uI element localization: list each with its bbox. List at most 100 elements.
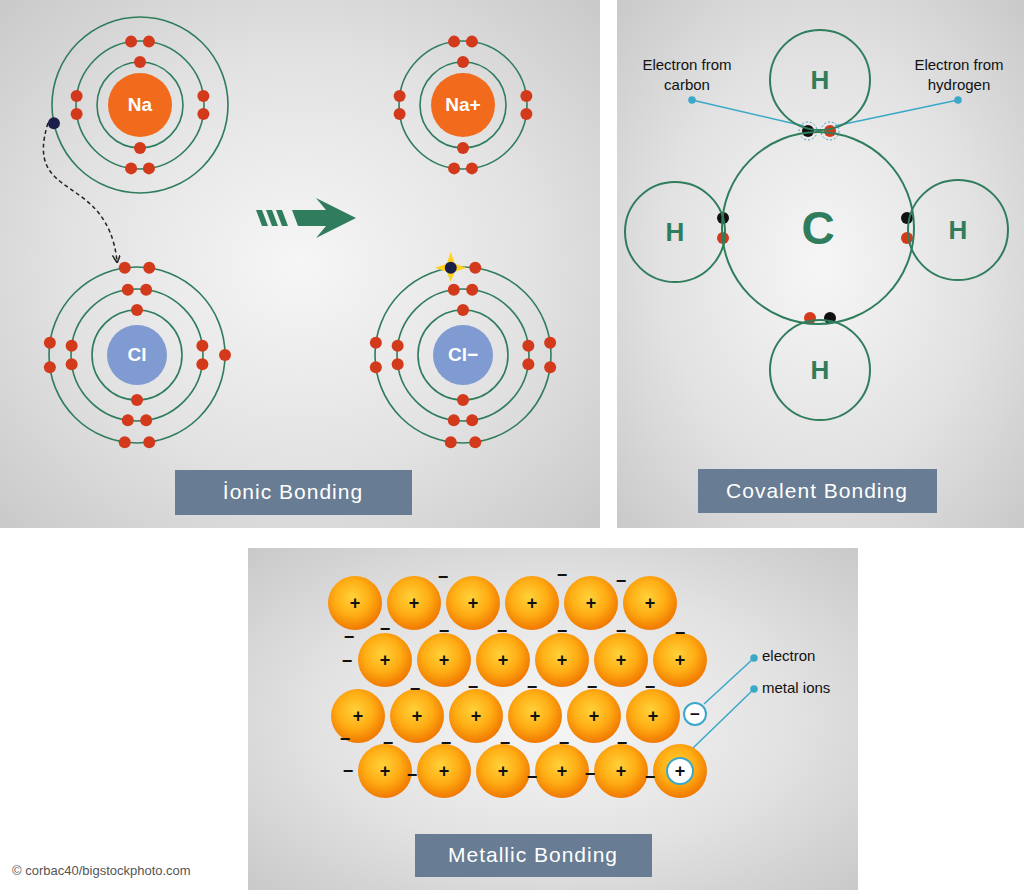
metal-ion: + (621, 574, 679, 632)
node-label: + (557, 762, 568, 780)
free-electron: − (498, 733, 512, 753)
callout-label: Electron from hydrogen (900, 55, 1018, 95)
node-label: + (530, 707, 541, 725)
electron-dot (131, 304, 143, 316)
shape (358, 633, 412, 687)
node-label: − (690, 706, 700, 723)
shape (684, 703, 706, 725)
node-label: + (645, 594, 656, 612)
electron-dot (125, 162, 137, 174)
free-electron: − (466, 677, 480, 697)
title-box: Metallic Bonding (415, 834, 652, 877)
shared-electrons (717, 122, 913, 324)
electron-dot (134, 56, 146, 68)
electron-dot (131, 394, 143, 406)
electron-dot (448, 36, 460, 48)
electron-dot (392, 340, 404, 352)
shape (770, 30, 870, 130)
node-label: Metallic Bonding (448, 843, 618, 867)
shape (594, 633, 648, 687)
free-electron: − (381, 733, 395, 753)
electron-dot (448, 414, 460, 426)
node-label: + (498, 762, 509, 780)
free-electron: − (555, 621, 569, 641)
electron-dot (140, 284, 152, 296)
free-electron: − (436, 567, 450, 587)
free-electron: − (341, 761, 355, 781)
atom: Na (44, 9, 236, 201)
nucleus (433, 325, 493, 385)
atom-circle: H (906, 178, 1010, 282)
free-electron: − (643, 767, 657, 787)
node-label: + (675, 762, 686, 780)
atom-circle: C (720, 130, 916, 326)
free-electron: − (405, 765, 419, 785)
electron-shell (399, 41, 527, 169)
electron-dot (122, 284, 134, 296)
electron-shell (418, 310, 508, 400)
electron-symbol: − (682, 701, 708, 727)
metal-ion: + (329, 687, 387, 745)
electron-dot (71, 108, 83, 120)
electron-dot (197, 108, 209, 120)
node-label: + (586, 594, 597, 612)
node-label: + (648, 707, 659, 725)
electron-dot (119, 262, 131, 274)
node-label: + (380, 762, 391, 780)
shape (508, 689, 562, 743)
electron-dot (394, 90, 406, 102)
nucleus (431, 73, 495, 137)
callout-label: electron (762, 646, 815, 666)
reaction-arrow (256, 198, 356, 238)
electron-dot (469, 262, 481, 274)
free-electron: − (437, 621, 451, 641)
electron-dot (544, 361, 556, 373)
metal-ion: + (326, 574, 384, 632)
free-electron: − (338, 729, 352, 749)
electron-dot (469, 436, 481, 448)
electron-dot (125, 36, 137, 48)
panel (0, 0, 600, 528)
leader-line (689, 97, 961, 748)
shape (476, 633, 530, 687)
electron-dot (370, 337, 382, 349)
electron-dot (219, 349, 231, 361)
node-label: + (468, 594, 479, 612)
atom: Na+ (391, 33, 535, 177)
node-label: + (616, 762, 627, 780)
electron-dot (445, 262, 457, 274)
electron-shell (76, 41, 204, 169)
node-label: H (811, 65, 830, 96)
electron-dot (143, 262, 155, 274)
electron-shell (97, 62, 183, 148)
shape (908, 180, 1008, 280)
shape (722, 132, 914, 324)
electron-dot (520, 108, 532, 120)
title-box: Covalent Bonding (698, 469, 937, 513)
electron-dot (134, 142, 146, 154)
electron-shell (397, 289, 529, 421)
node-label: + (675, 651, 686, 669)
flash-star (435, 252, 467, 282)
electron-dot (66, 340, 78, 352)
atom-circle: H (623, 180, 727, 284)
node-label: C (801, 201, 834, 255)
electron-dot (71, 90, 83, 102)
electron-dot (122, 414, 134, 426)
metal-ion: + (444, 574, 502, 632)
electron-dot (44, 361, 56, 373)
electron-dot (143, 436, 155, 448)
electron-shell (52, 17, 228, 193)
node-label: + (527, 594, 538, 612)
electron-shell (49, 267, 225, 443)
electron-dot (370, 361, 382, 373)
free-electron: − (378, 619, 392, 639)
electron-dot (196, 340, 208, 352)
node-label: + (557, 651, 568, 669)
electron-shell (375, 267, 551, 443)
free-electron: − (342, 627, 356, 647)
free-electron: − (495, 621, 509, 641)
electron-dot (48, 117, 60, 129)
electron-dot (392, 358, 404, 370)
